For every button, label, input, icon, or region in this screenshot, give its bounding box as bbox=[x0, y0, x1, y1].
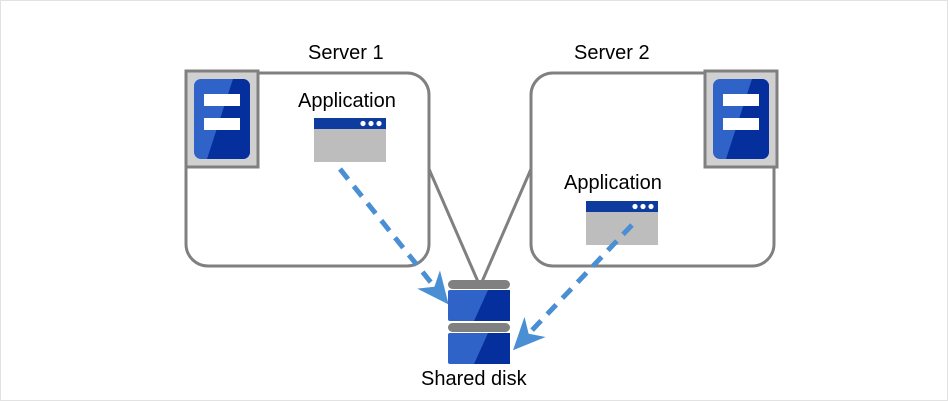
window-dot-icon bbox=[360, 120, 366, 127]
application-window-icon[interactable] bbox=[586, 201, 658, 245]
server-icon bbox=[703, 69, 779, 169]
connector-server2-to-disk bbox=[479, 168, 533, 285]
disk-block-lower-shade bbox=[474, 333, 510, 364]
server-icon-bar-top bbox=[204, 94, 240, 106]
window-dot-icon bbox=[376, 120, 382, 127]
window-dot-icon bbox=[632, 203, 638, 210]
window-dot-icon bbox=[640, 203, 646, 210]
application-window-icon[interactable] bbox=[314, 118, 386, 162]
server1-title: Server 1 bbox=[308, 42, 384, 64]
disk-bar-top bbox=[448, 280, 510, 289]
server1-application-label: Application bbox=[298, 90, 396, 112]
disk-bar-middle bbox=[448, 323, 510, 332]
window-dot-icon bbox=[648, 203, 654, 210]
server-icon-bar-bottom bbox=[723, 118, 759, 130]
application-window-titlebar bbox=[314, 118, 386, 129]
connector-server1-to-disk bbox=[427, 168, 481, 285]
application-window-titlebar bbox=[586, 201, 658, 212]
server-icon-bar-top bbox=[723, 94, 759, 106]
storage-connector-lines bbox=[427, 168, 533, 285]
arrow-app1-to-disk bbox=[338, 167, 449, 305]
disk-block-upper-shade bbox=[474, 290, 510, 321]
server-icon-bar-bottom bbox=[204, 118, 240, 130]
server-icon bbox=[184, 69, 260, 169]
server2-title: Server 2 bbox=[574, 42, 650, 64]
window-dot-icon bbox=[368, 120, 374, 127]
data-access-arrows bbox=[338, 167, 634, 351]
shared-disk-icon[interactable] bbox=[448, 280, 510, 364]
server2-application-label: Application bbox=[564, 172, 662, 194]
arrow-app2-to-disk bbox=[512, 223, 634, 351]
shared-disk-label: Shared disk bbox=[421, 368, 527, 390]
